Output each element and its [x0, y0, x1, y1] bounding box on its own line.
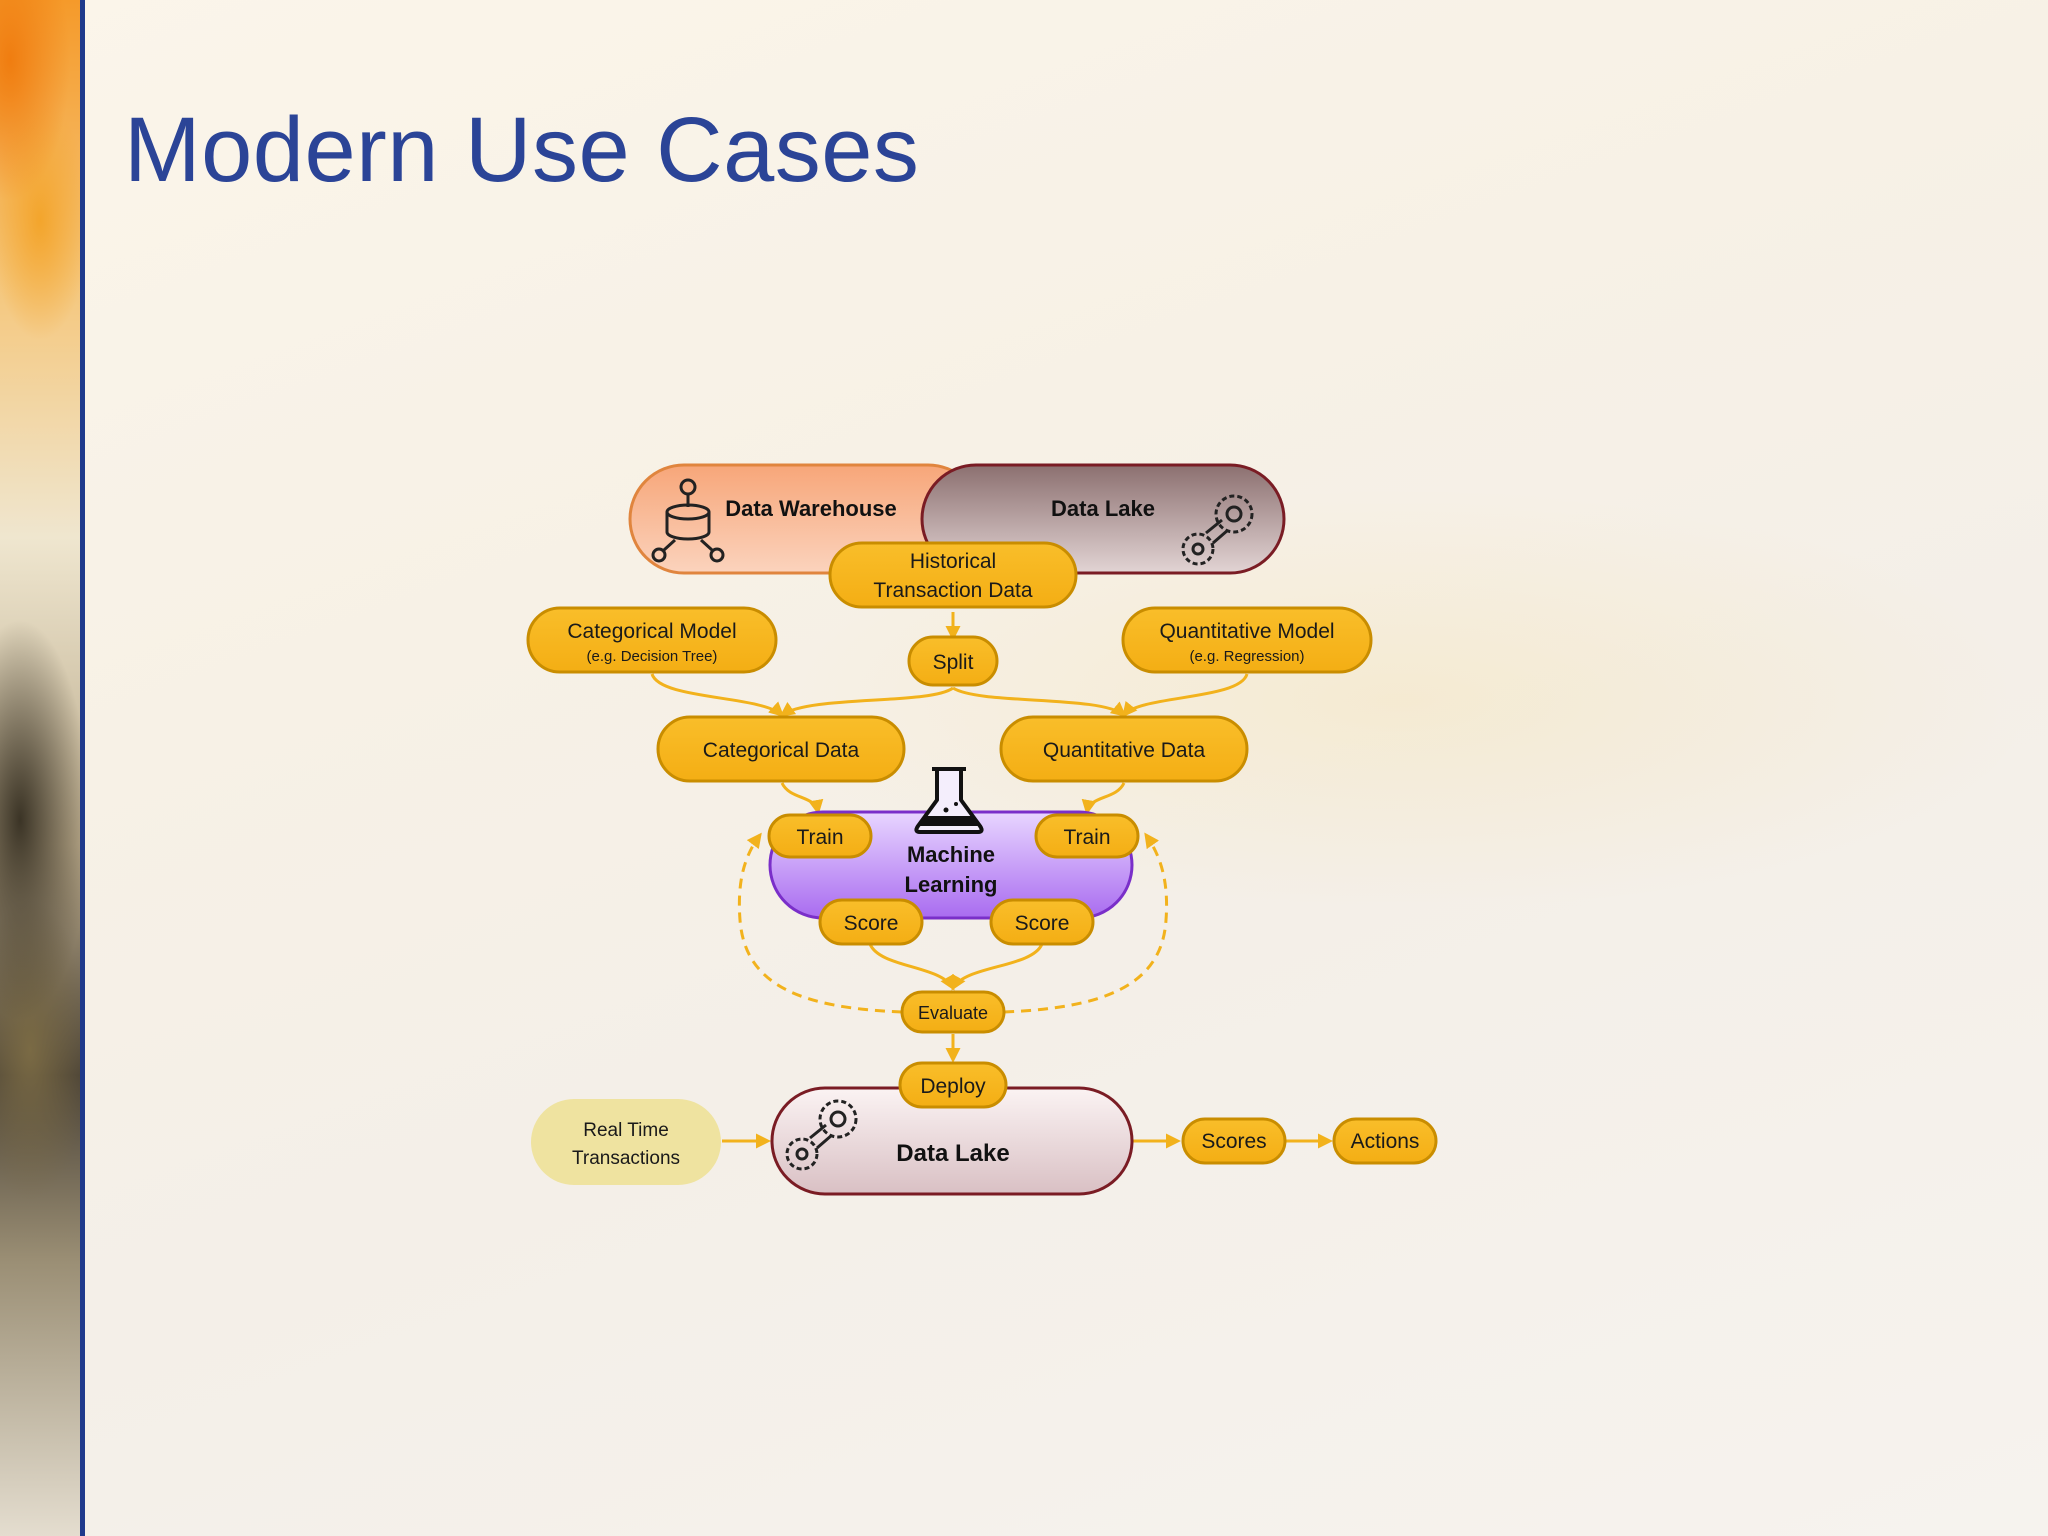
realtime-label-line2: Transactions	[572, 1148, 680, 1169]
database-network-icon	[651, 478, 725, 563]
split-node: Split	[907, 635, 999, 687]
quantitative-model-node: Quantitative Model (e.g. Regression)	[1121, 606, 1373, 674]
categorical-data-node: Categorical Data	[656, 715, 906, 783]
arrow-score-left-to-evaluate	[868, 943, 955, 991]
train-right-label: Train	[1063, 826, 1110, 849]
score-right-node: Score	[989, 898, 1095, 946]
historical-label-line1: Historical	[910, 550, 996, 573]
dashed-loop-left	[737, 832, 903, 1014]
categorical-data-label: Categorical Data	[703, 739, 860, 762]
quantitative-data-label: Quantitative Data	[1043, 739, 1206, 762]
decorative-left-strip	[0, 0, 80, 1536]
gears-icon	[785, 1099, 858, 1171]
gears-icon	[1181, 494, 1254, 566]
evaluate-label: Evaluate	[918, 1003, 988, 1023]
realtime-label-line1: Real Time	[583, 1120, 669, 1141]
quantitative-model-sublabel: (e.g. Regression)	[1189, 648, 1304, 665]
score-right-label: Score	[1015, 912, 1070, 935]
scores-node: Scores	[1181, 1117, 1287, 1165]
evaluate-node: Evaluate	[900, 990, 1006, 1034]
arrow-split-to-catdata	[779, 686, 954, 717]
arrow-score-right-to-evaluate	[951, 943, 1044, 991]
ml-label-line1: Machine	[907, 842, 995, 867]
slide-title: Modern Use Cases	[124, 99, 920, 201]
score-left-node: Score	[818, 898, 924, 946]
data-lake-bottom-label: Data Lake	[896, 1140, 1009, 1167]
left-accent-rule	[80, 0, 85, 1536]
ml-label-line2: Learning	[905, 872, 998, 897]
arrow-quantmodel-to-quantdata	[1122, 673, 1249, 718]
realtime-transactions-node: Real Time Transactions	[531, 1099, 721, 1185]
categorical-model-label: Categorical Model	[567, 620, 736, 643]
categorical-model-sublabel: (e.g. Decision Tree)	[587, 648, 718, 665]
quantitative-model-label: Quantitative Model	[1159, 620, 1334, 643]
quantitative-data-node: Quantitative Data	[999, 715, 1249, 783]
historical-label-line2: Transaction Data	[873, 579, 1032, 602]
arrow-quantdata-to-train	[1081, 782, 1126, 815]
deploy-label: Deploy	[920, 1075, 986, 1098]
train-left-node: Train	[767, 813, 873, 859]
deploy-node: Deploy	[898, 1061, 1008, 1109]
arrow-split-to-quantdata	[952, 686, 1127, 717]
categorical-model-node: Categorical Model (e.g. Decision Tree)	[526, 606, 778, 674]
scores-label: Scores	[1201, 1130, 1266, 1153]
actions-node: Actions	[1332, 1117, 1438, 1165]
flask-icon	[914, 767, 984, 834]
data-warehouse-label: Data Warehouse	[725, 496, 897, 521]
score-left-label: Score	[844, 912, 899, 935]
historical-data-node: Historical Transaction Data	[828, 541, 1078, 609]
train-left-label: Train	[796, 826, 843, 849]
train-right-node: Train	[1034, 813, 1140, 859]
actions-label: Actions	[1351, 1130, 1420, 1153]
arrow-catmodel-to-catdata	[650, 673, 785, 718]
arrow-catdata-to-train	[780, 782, 824, 815]
split-label: Split	[933, 651, 974, 674]
data-lake-top-label: Data Lake	[1051, 496, 1155, 521]
